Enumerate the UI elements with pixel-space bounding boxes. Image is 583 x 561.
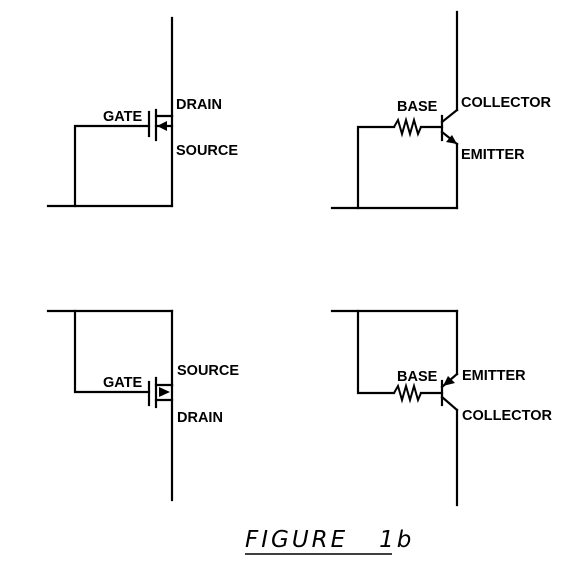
collector-label: COLLECTOR [461,95,551,111]
base-label: BASE [397,369,438,385]
source-label: SOURCE [177,363,239,379]
drain-label: DRAIN [176,97,222,113]
base-resistor [393,382,422,404]
base-label: BASE [397,99,438,115]
gate-loop [73,309,151,394]
bjt-bottom-right: BASE EMITTER COLLECTOR [330,309,552,507]
channel-arrow [157,121,167,131]
base-resistor [393,116,422,138]
mosfet-bottom-left: GATE SOURCE DRAIN [46,309,239,502]
emitter-label: EMITTER [461,147,525,163]
mosfet-top-left: GATE DRAIN SOURCE [46,16,238,208]
gate-label: GATE [103,375,143,391]
collector-lead [440,108,459,124]
emitter-label: EMITTER [462,368,526,384]
emitter-arrow [443,376,455,386]
source-label: SOURCE [176,143,238,159]
channel-arrow [159,387,170,397]
bjt-top-right: BASE COLLECTOR EMITTER [330,10,551,210]
emitter-arrow [446,135,457,144]
gate-loop [73,124,151,208]
gate-label: GATE [103,109,143,125]
base-loop [356,309,396,395]
collector-label: COLLECTOR [462,408,552,424]
drain-label: DRAIN [177,410,223,426]
base-loop [356,125,396,210]
figure-caption: FIGURE 1b [245,527,414,553]
collector-lead [440,395,459,412]
